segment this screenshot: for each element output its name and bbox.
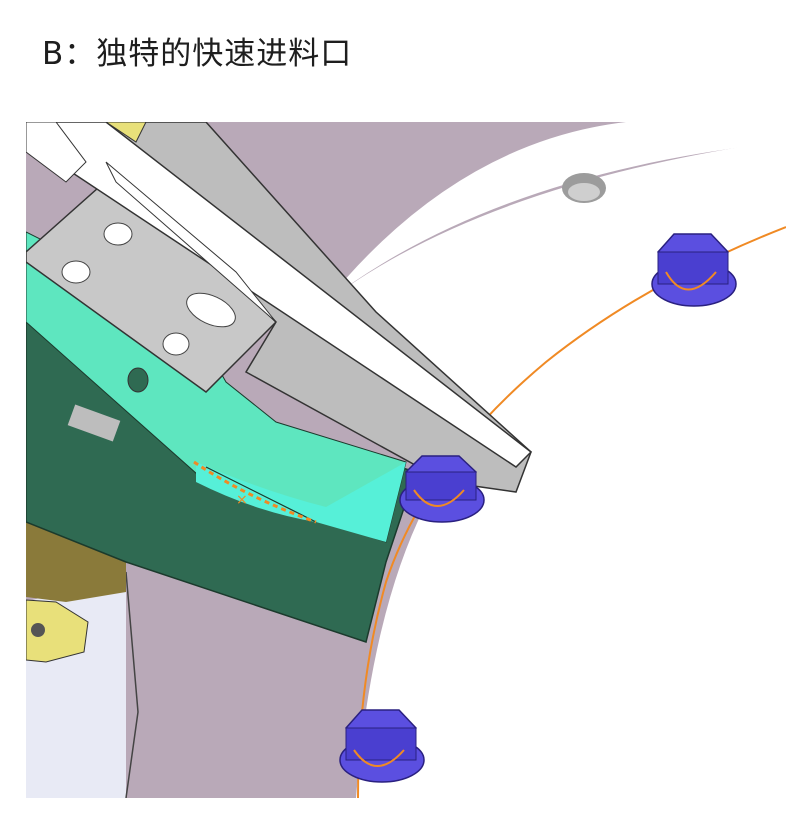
side-panel-edge xyxy=(125,571,139,798)
top-part-1 xyxy=(26,122,87,183)
bolt-2 xyxy=(399,455,485,523)
turntable-upper xyxy=(326,122,786,302)
plate-hole-2 xyxy=(61,260,91,284)
bolt-3 xyxy=(339,709,425,783)
plate-slot xyxy=(186,292,236,328)
top-part-2 xyxy=(105,122,147,143)
section-heading: B：独特的快速进料口 xyxy=(42,36,353,72)
chute-cyan-face xyxy=(196,462,406,542)
cad-render-image: × xyxy=(26,122,786,798)
chute-edge xyxy=(205,466,317,523)
turntable-top-band xyxy=(326,140,786,442)
plate-hole-3 xyxy=(162,332,190,356)
hopper-slot xyxy=(67,404,121,442)
yellow-bracket xyxy=(26,599,89,663)
feed-inlet-cad-image: × xyxy=(26,122,786,798)
ring-hole-inner xyxy=(568,183,600,201)
bracket-hole xyxy=(31,623,45,637)
blade-face xyxy=(105,161,277,323)
bolt-1 xyxy=(651,233,737,307)
dashed-curve xyxy=(193,460,317,524)
olive-block xyxy=(26,512,126,602)
turntable-ring xyxy=(356,227,786,798)
plate-hole-4 xyxy=(127,367,149,393)
plate-hole-1 xyxy=(103,222,133,246)
cross-mark: × xyxy=(236,492,248,508)
